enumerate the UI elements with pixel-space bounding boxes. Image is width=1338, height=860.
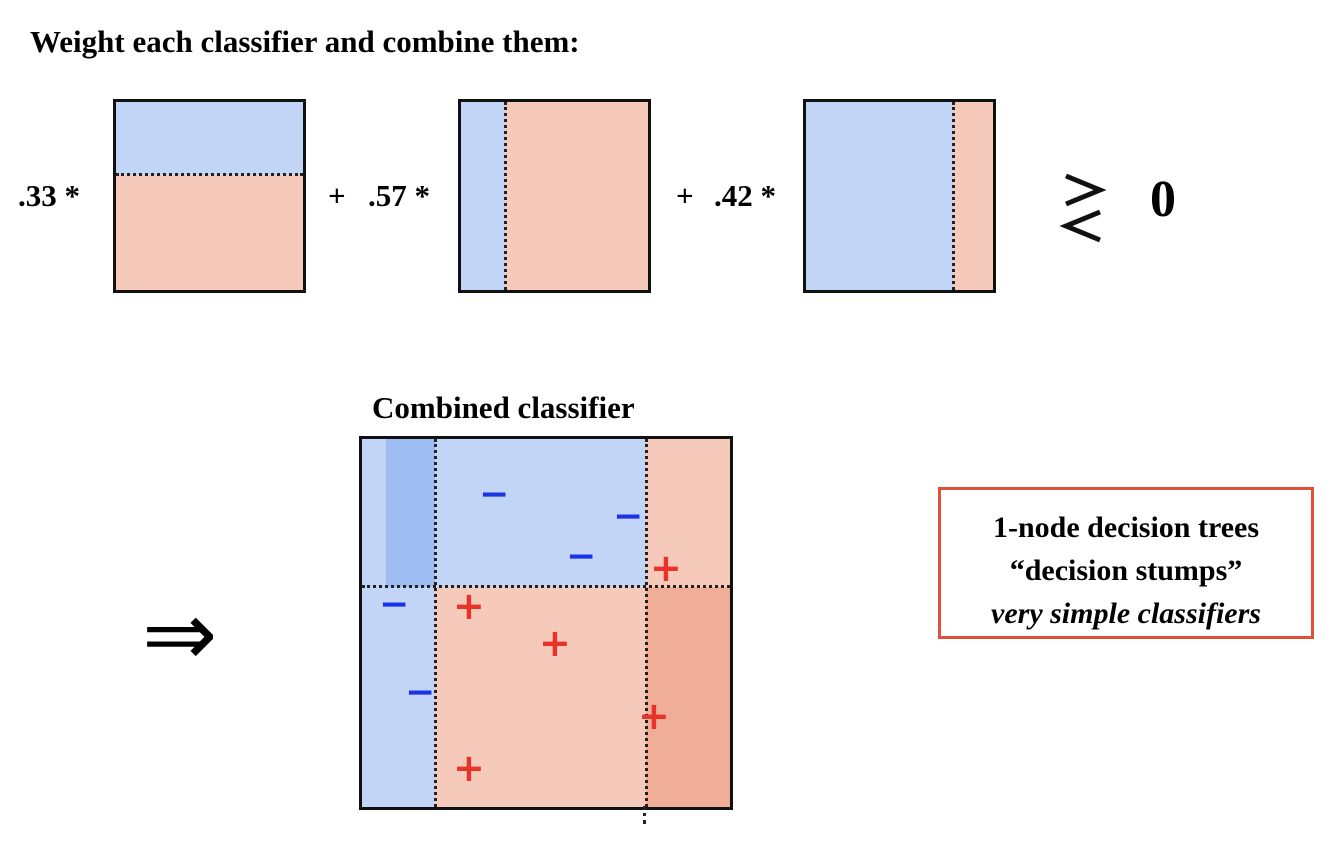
callout-line-1: 1-node decision trees [992,511,1260,544]
region-top-middle-blue [435,439,646,587]
region-bottom-left-blue [362,587,435,807]
stump-3-blue-region [806,102,953,290]
region-top-left-dark-blue [386,439,435,587]
greater-less-symbol [1058,164,1108,248]
stump-3 [803,99,996,293]
weight-3: .42 * [714,178,776,213]
negative-point: − [379,584,410,625]
stump-1 [113,99,306,293]
region-bottom-right-dark-red [646,587,730,807]
combined-right-vertical-split [645,439,648,807]
combined-classifier-title: Combined classifier [372,390,635,425]
weight-2: .57 * [368,178,430,213]
stump-1-red-region [116,175,303,290]
stump-1-split-line [116,173,303,176]
stump-2-blue-region [461,102,505,290]
positive-point: + [539,621,571,665]
negative-point: − [479,474,510,515]
implies-arrow-icon: ⇒ [142,582,218,687]
negative-point: − [405,672,436,713]
callout-line-3: very simple classifiers [991,597,1261,630]
negative-point: − [613,496,644,537]
negative-point: − [566,536,597,577]
positive-point: + [638,694,670,738]
callout-line-2: “decision stumps” [1009,554,1243,587]
stump-3-split-line [952,102,955,290]
combined-horizontal-split [362,585,730,588]
stump-2-red-region [505,102,648,290]
plus-operator-1: + [328,178,346,213]
stump-3-red-region [953,102,993,290]
combined-split-extension [643,806,646,824]
region-top-right-red [646,439,730,587]
positive-point: + [453,584,485,628]
stump-1-blue-region [116,102,303,175]
stumps-callout-box: 1-node decision trees “decision stumps” … [938,487,1314,639]
positive-point: + [650,546,682,590]
slide-title: Weight each classifier and combine them: [30,24,580,59]
region-bottom-middle-red [435,587,646,807]
plus-operator-2: + [676,178,694,213]
threshold-value: 0 [1150,171,1176,228]
stump-2 [458,99,651,293]
combined-classifier-plot: − − − − − + + + + + [359,436,733,810]
greater-less-icon [1059,173,1107,243]
combined-left-vertical-split [434,439,437,807]
stump-2-split-line [504,102,507,290]
weight-1: .33 * [18,178,80,213]
region-top-left-edge [362,439,386,587]
positive-point: + [453,746,485,790]
